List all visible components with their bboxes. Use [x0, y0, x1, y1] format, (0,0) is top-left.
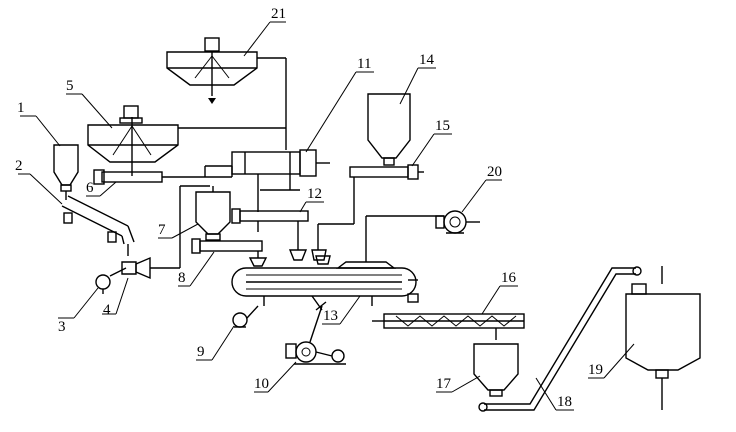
mixer-4	[121, 185, 210, 280]
thickener-21	[166, 37, 287, 150]
label-16: 16	[501, 270, 517, 286]
label-8: 8	[178, 270, 186, 286]
screw-conveyor-15	[311, 164, 424, 261]
horizontal-dryer-13	[231, 244, 419, 311]
bucket-elevator-18	[478, 266, 642, 412]
label-3: 3	[58, 319, 66, 335]
fan-20	[365, 210, 480, 244]
screw-feeder-6	[93, 166, 233, 185]
label-21: 21	[271, 6, 286, 22]
screw-conveyor-12	[231, 208, 309, 261]
label-9: 9	[197, 344, 205, 360]
label-4: 4	[103, 302, 111, 318]
hopper-17	[473, 343, 519, 397]
label-12: 12	[307, 186, 322, 202]
label-10: 10	[254, 376, 269, 392]
label-11: 11	[357, 56, 371, 72]
screw-conveyor-16	[372, 313, 525, 340]
screw-conveyor-8	[191, 238, 268, 267]
silo-19	[625, 266, 701, 410]
label-14: 14	[419, 52, 435, 68]
hopper-14	[367, 93, 411, 166]
label-2: 2	[15, 158, 23, 174]
hopper-1	[53, 144, 79, 200]
inclined-conveyor-2	[61, 195, 135, 256]
label-17: 17	[436, 376, 452, 392]
label-5: 5	[66, 78, 74, 94]
pump-9	[232, 305, 259, 328]
label-7: 7	[158, 222, 166, 238]
label-6: 6	[86, 180, 94, 196]
pump-3	[95, 267, 127, 294]
label-1: 1	[17, 100, 25, 116]
pump-10	[285, 305, 346, 365]
leader-lines	[18, 21, 635, 411]
filter-unit-11	[204, 149, 330, 212]
label-18: 18	[557, 394, 572, 410]
thickener-5	[87, 105, 286, 176]
callout-labels: 1 2 3 4 5 6 7 8 9 10 11 12 13 14 15 16 1…	[15, 6, 603, 410]
tank-7	[195, 186, 231, 241]
label-13: 13	[323, 308, 338, 324]
label-15: 15	[435, 118, 450, 134]
label-20: 20	[487, 164, 502, 180]
label-19: 19	[588, 362, 603, 378]
